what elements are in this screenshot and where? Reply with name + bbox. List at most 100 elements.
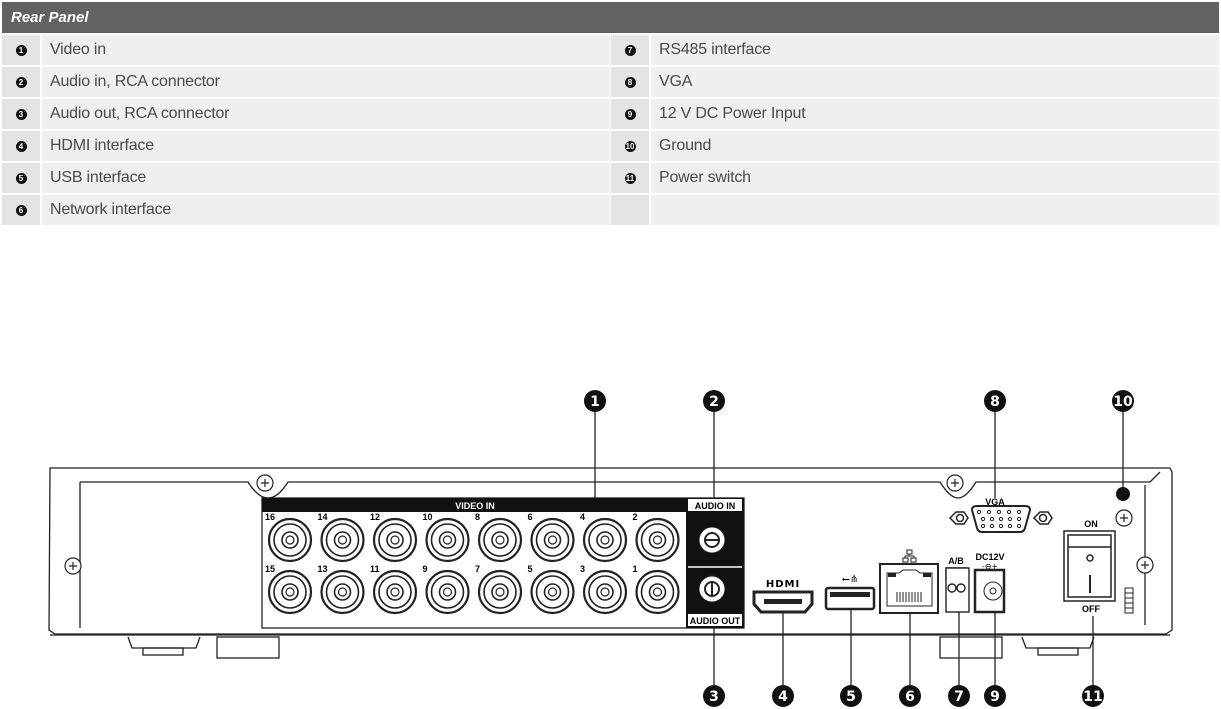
ground-terminal xyxy=(1116,487,1130,501)
bnc-number-label: 1 xyxy=(633,564,638,574)
vga-pin xyxy=(998,516,1004,522)
bnc-number-label: 15 xyxy=(265,564,275,574)
item-label: Power switch xyxy=(651,163,1219,193)
item-label: Audio out, RCA connector xyxy=(42,99,610,129)
callout-7: 7 xyxy=(948,685,970,707)
item-label: Network interface xyxy=(42,195,610,225)
vent-slots xyxy=(1124,587,1134,614)
table-row: 6 Network interface xyxy=(2,195,610,225)
bnc-number-label: 7 xyxy=(475,564,480,574)
screw-icons xyxy=(64,474,1154,575)
audio-in-jack xyxy=(698,526,726,554)
switch-off-label: OFF xyxy=(1082,604,1100,614)
item-label: RS485 interface xyxy=(651,35,1219,65)
network-port xyxy=(879,563,939,614)
video-in-label: VIDEO IN xyxy=(455,501,495,511)
vga-pin xyxy=(980,523,986,529)
bnc-connector-4: 4 xyxy=(580,512,628,563)
rs485-terminal xyxy=(945,567,970,613)
vga-pin xyxy=(996,509,1002,515)
bnc-number-label: 11 xyxy=(370,564,380,574)
number-badge: 9 xyxy=(624,108,636,120)
rs485-label: A/B xyxy=(948,556,964,566)
vga-pin xyxy=(1007,516,1013,522)
power-switch xyxy=(1063,530,1116,602)
vga-pin xyxy=(976,509,982,515)
dc-label: DC12V xyxy=(975,552,1004,562)
vga-pin xyxy=(980,516,986,522)
item-label: Video in xyxy=(42,35,610,65)
vga-pin xyxy=(989,523,995,529)
bnc-number-label: 4 xyxy=(580,512,585,522)
bnc-connector-9: 9 xyxy=(423,564,470,615)
audio-in-label: AUDIO IN xyxy=(695,501,736,511)
network-icon xyxy=(902,549,917,563)
bnc-number-label: 16 xyxy=(265,512,275,522)
bnc-connector-7: 7 xyxy=(475,564,523,615)
number-badge: 2 xyxy=(15,76,27,88)
callout-10: 10 xyxy=(1112,390,1134,412)
vga-pin xyxy=(1007,523,1013,529)
vga-pin xyxy=(986,509,992,515)
callout-9: 9 xyxy=(984,685,1006,707)
svg-text:8: 8 xyxy=(990,394,1000,410)
bnc-number-label: 6 xyxy=(528,512,533,522)
number-badge: 8 xyxy=(624,76,636,88)
callout-1: 1 xyxy=(584,390,606,412)
bnc-number-label: 5 xyxy=(528,564,533,574)
svg-text:9: 9 xyxy=(990,689,1000,705)
bnc-connector-15: 15 xyxy=(265,564,313,615)
bnc-number-label: 10 xyxy=(423,512,433,522)
bnc-number-label: 2 xyxy=(633,512,638,522)
hdmi-label: HDMI xyxy=(766,579,800,590)
bnc-connector-1: 1 xyxy=(633,564,680,615)
bnc-number-label: 12 xyxy=(370,512,380,522)
bnc-number-label: 3 xyxy=(580,564,585,574)
bnc-connector-6: 6 xyxy=(528,512,575,563)
bnc-connector-5: 5 xyxy=(528,564,575,615)
bnc-connector-2: 2 xyxy=(633,512,680,563)
table-row: 8 VGA xyxy=(611,67,1219,97)
bnc-connector-3: 3 xyxy=(580,564,628,615)
bnc-connector-14: 14 xyxy=(318,512,365,563)
bnc-number-label: 9 xyxy=(423,564,428,574)
svg-text:6: 6 xyxy=(905,689,915,705)
bnc-number-label: 13 xyxy=(318,564,328,574)
number-badge: 5 xyxy=(15,172,27,184)
chassis-inner xyxy=(80,471,1161,499)
callout-8: 8 xyxy=(984,390,1006,412)
svg-text:4: 4 xyxy=(778,689,788,705)
item-label: Ground xyxy=(651,131,1219,161)
number-badge: 1 xyxy=(15,44,27,56)
usb-icon: ⭠⋔ xyxy=(842,574,858,585)
callout-6: 6 xyxy=(899,685,921,707)
item-label: USB interface xyxy=(42,163,610,193)
vga-pin xyxy=(1016,509,1022,515)
bnc-connector-11: 11 xyxy=(370,564,418,615)
svg-text:3: 3 xyxy=(709,689,719,705)
audio-out-jack xyxy=(698,575,726,603)
chassis-outline xyxy=(48,467,1173,635)
vga-pin xyxy=(989,516,995,522)
number-badge: 7 xyxy=(624,44,636,56)
svg-text:1: 1 xyxy=(590,394,600,410)
svg-text:10: 10 xyxy=(1113,394,1133,410)
callout-5: 5 xyxy=(840,685,862,707)
svg-text:2: 2 xyxy=(709,394,719,410)
bnc-connector-16: 16 xyxy=(265,512,313,563)
number-badge: 6 xyxy=(15,204,27,216)
audio-out-label: AUDIO OUT xyxy=(690,616,741,626)
dc-power-jack xyxy=(973,568,1006,614)
foot-right xyxy=(1021,636,1095,649)
item-label: VGA xyxy=(651,67,1219,97)
item-label: HDMI interface xyxy=(42,131,610,161)
